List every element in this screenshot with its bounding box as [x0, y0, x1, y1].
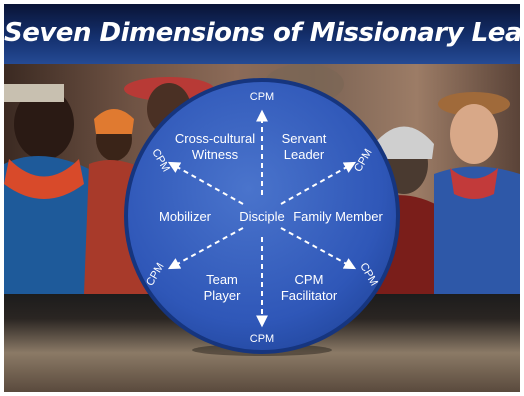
arrow-upper-left	[167, 161, 244, 205]
label-team: Team	[206, 272, 238, 287]
slide-title: Seven Dimensions of Missionary Learning	[4, 18, 520, 48]
cpm-bottom: CPM	[250, 333, 274, 345]
label-mobilizer: Mobilizer	[159, 209, 212, 224]
arrow-lower-left	[167, 227, 244, 270]
label-servant: Servant	[282, 131, 327, 146]
arrow-lower-right	[280, 227, 357, 270]
arrows	[167, 109, 357, 328]
label-witness: Witness	[192, 147, 239, 162]
disc	[124, 78, 400, 354]
label-player: Player	[204, 288, 242, 303]
arrow-upper-right	[280, 161, 357, 205]
title-bar: Seven Dimensions of Missionary Learning	[4, 4, 520, 64]
label-leader: Leader	[284, 147, 325, 162]
cpm-top: CPM	[250, 91, 274, 103]
label-family-member: Family Member	[293, 209, 383, 224]
label-cpm-line1: CPM	[295, 272, 324, 287]
background-photo	[4, 64, 520, 294]
label-facilitator: Facilitator	[281, 288, 338, 303]
slide-frame: Seven Dimensions of Missionary Learning	[4, 4, 520, 392]
center-label: Disciple	[239, 209, 285, 224]
label-cross-cultural: Cross-cultural	[175, 131, 255, 146]
